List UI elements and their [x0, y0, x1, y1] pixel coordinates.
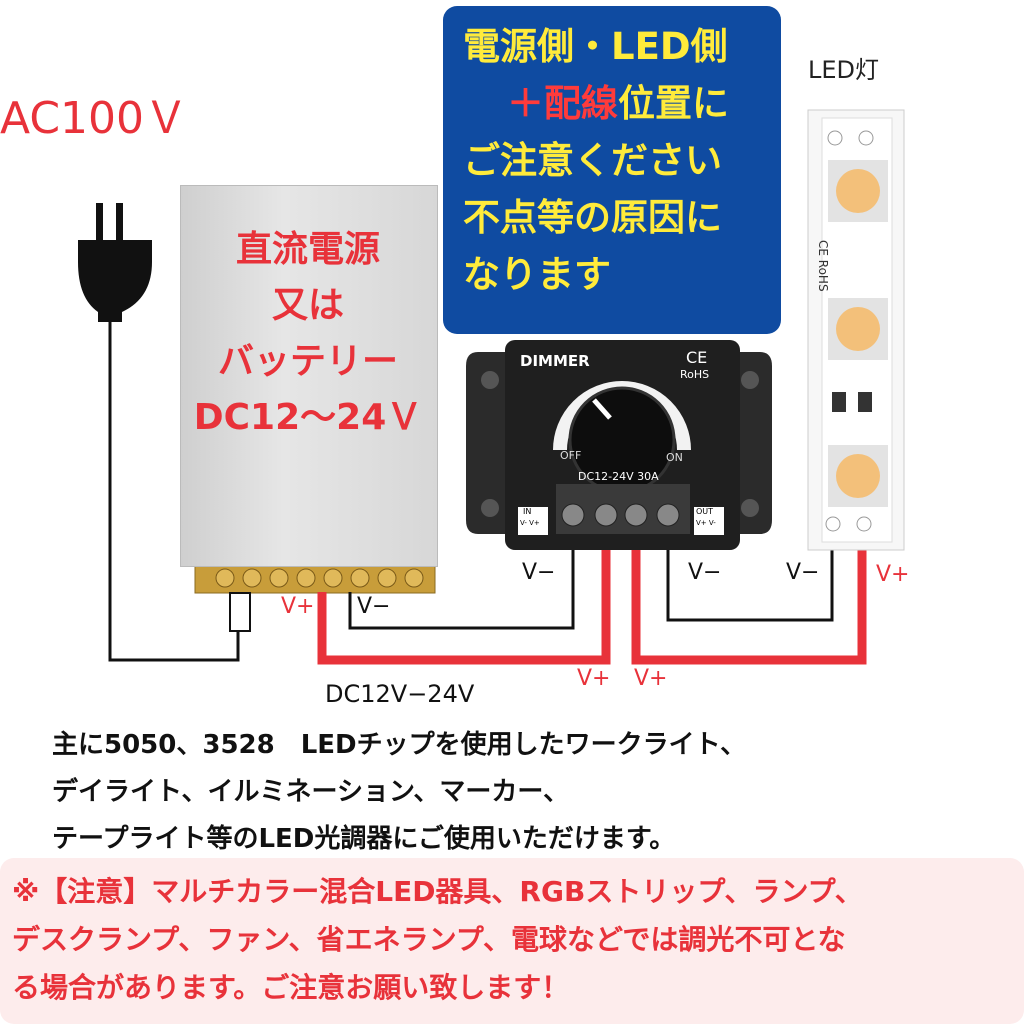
bottom-plus-label-2: V+ [634, 666, 668, 691]
dimmer-in-label: IN [523, 507, 532, 516]
psu-minus-label: V− [357, 594, 391, 619]
wire-negative-in [348, 515, 575, 630]
warning-text: ※【注意】マルチカラー混合LED器具、RGBストリップ、ランプ、 デスクランプ、… [12, 868, 1012, 1012]
psu-line-2: 又は [271, 285, 344, 326]
led-strip [807, 109, 905, 551]
dimmer-out-terminals: V+ V- [696, 519, 716, 527]
notice-text: 電源側・LED側 ＋配線位置に ご注意ください 不点等の原因に なります [463, 18, 773, 303]
dimmer-on-label: ON [666, 451, 683, 464]
warning-line-2: デスクランプ、ファン、省エネランプ、電球などでは調光不可とな [12, 923, 846, 956]
notice-line-1: 電源側・LED側 [463, 25, 728, 68]
dimmer-off-label: OFF [560, 449, 582, 462]
dimmer-rohs-mark: RoHS [680, 368, 710, 381]
dimmer-out-minus-label: V− [688, 560, 722, 585]
notice-line-5: なります [463, 253, 611, 296]
wire-positive-out [631, 515, 867, 665]
dimmer-ce-mark: CE [686, 348, 708, 367]
warning-line-3: る場合があります。ご注意お願い致します！ [12, 971, 570, 1004]
notice-plus-wiring: ＋配線 [507, 82, 618, 125]
notice-line-2: ＋配線位置に [463, 75, 773, 132]
psu-line-1: 直流電源 [235, 229, 380, 270]
dimmer-spec: DC12-24V 30A [578, 470, 659, 483]
led-minus-label: V− [786, 560, 820, 585]
description-line-2: デイライト、イルミネーション、マーカー、 [52, 777, 570, 807]
led-light-label: LED灯 [808, 56, 880, 84]
dimmer-in-minus-label: V− [522, 560, 556, 585]
psu-line-4: DC12～24Ｖ [193, 397, 423, 438]
wiring-diagram [78, 109, 905, 665]
led-plus-label: V+ [876, 562, 910, 587]
dimmer-in-terminals: V- V+ [520, 519, 540, 527]
dc-range-label: DC12V−24V [325, 680, 475, 708]
warning-box [0, 858, 1024, 1024]
power-plug-icon [78, 203, 152, 322]
wire-negative-out [666, 515, 834, 622]
notice-line-4: 不点等の原因に [463, 196, 722, 239]
notice-line-2-rest: 位置に [618, 82, 729, 125]
psu-label: 直流電源 又は バッテリー DC12～24Ｖ [180, 222, 436, 446]
psu-plus-label: V+ [281, 594, 315, 619]
wire-positive-in [317, 515, 611, 665]
description: 主に5050、3528 LEDチップを使用したワークライト、 デイライト、イルミ… [52, 722, 1012, 863]
description-line-1: 主に5050、3528 LEDチップを使用したワークライト、 [52, 730, 747, 760]
ac-voltage-label: AC100Ｖ [0, 93, 189, 144]
power-supply [180, 185, 438, 567]
strip-mark: CE RoHS [816, 240, 830, 292]
notice-box [443, 6, 781, 334]
dimmer-brand: DIMMER [520, 352, 590, 370]
notice-line-3: ご注意ください [463, 139, 722, 182]
dimmer-out-label: OUT [696, 507, 714, 516]
psu-line-3: バッテリー [217, 341, 398, 382]
dimmer-unit [466, 340, 772, 550]
bottom-plus-label-1: V+ [577, 666, 611, 691]
description-line-3: テープライト等のLED光調器にご使用いただけます。 [52, 824, 676, 854]
warning-line-1: ※【注意】マルチカラー混合LED器具、RGBストリップ、ランプ、 [12, 875, 863, 908]
